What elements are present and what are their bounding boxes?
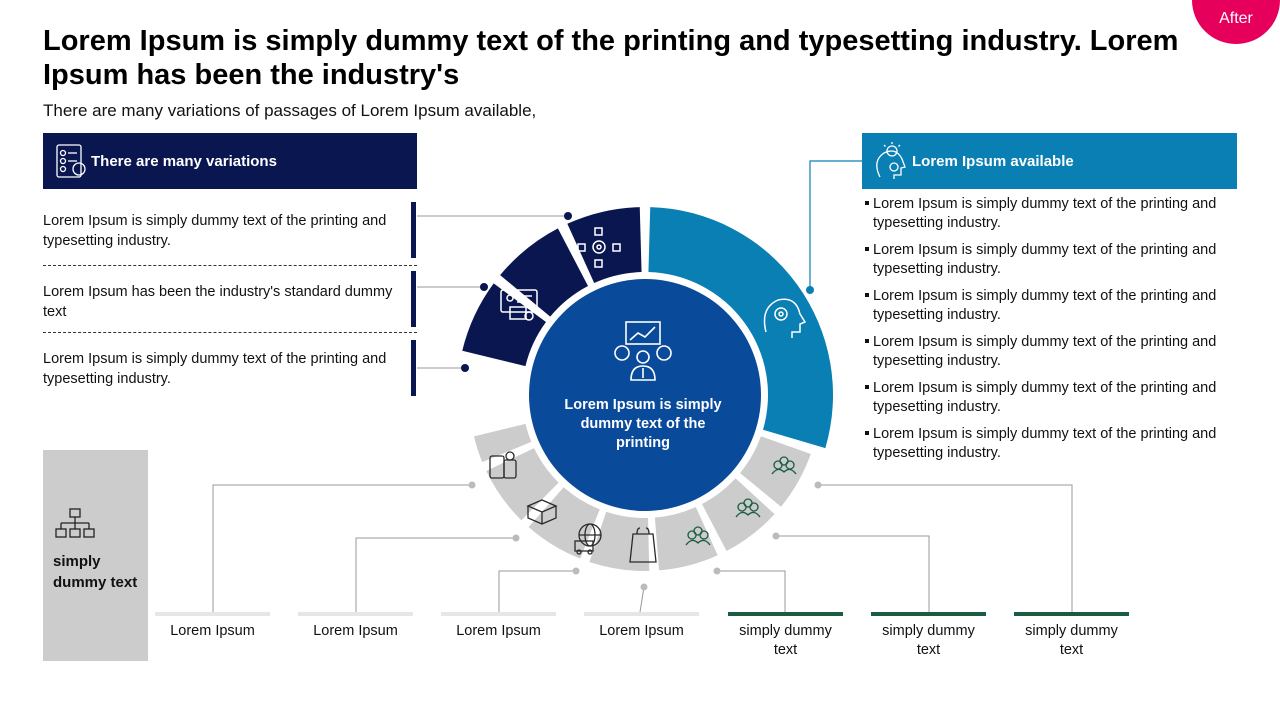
idea-head-icon	[876, 142, 906, 179]
group-users-icon-2	[735, 498, 761, 518]
bottom-bar	[584, 612, 699, 616]
right-header-label: Lorem Ipsum available	[912, 152, 1074, 170]
side-box-label: simply dummy text	[53, 553, 138, 591]
id-card-icon	[500, 289, 538, 321]
list-item: Lorem Ipsum is simply dummy text of the …	[864, 287, 1239, 325]
left-item-marker	[411, 271, 416, 327]
left-item-3: Lorem Ipsum is simply dummy text of the …	[43, 351, 387, 387]
list-item: Lorem Ipsum is simply dummy text of the …	[864, 195, 1239, 233]
left-item-marker	[411, 340, 416, 396]
bottom-bar	[298, 612, 413, 616]
bottom-bar	[155, 612, 270, 616]
center-text: Lorem Ipsum is simply dummy text of the …	[564, 397, 722, 451]
ring-segments	[462, 207, 833, 571]
team-gear-icon	[468, 366, 510, 411]
bottom-bar	[871, 612, 986, 616]
head-gear-icon	[763, 298, 807, 338]
ring-segment-gray	[654, 507, 718, 571]
bottom-bar	[728, 612, 843, 616]
center-circle	[529, 279, 761, 511]
gear-network-icon	[577, 227, 621, 268]
right-bullet-list: Lorem Ipsum is simply dummy text of the …	[864, 195, 1239, 471]
bottom-bar	[1014, 612, 1129, 616]
bottom-label: Lorem Ipsum	[456, 623, 541, 639]
org-chart-icon	[55, 508, 95, 538]
ring-segment-navy	[500, 228, 589, 317]
bottom-bar	[441, 612, 556, 616]
finance-people-icon	[614, 321, 672, 381]
left-item-1: Lorem Ipsum is simply dummy text of the …	[43, 213, 387, 249]
ring-segment-navy	[462, 283, 546, 367]
ring-segment-blue	[648, 207, 833, 449]
left-item-2: Lorem Ipsum has been the industry's stan…	[43, 284, 393, 320]
group-users-icon-3	[771, 456, 797, 475]
left-header-label: There are many variations	[91, 152, 277, 170]
checklist-icon	[56, 144, 86, 178]
page-title: Lorem Ipsum is simply dummy text of the …	[43, 25, 1179, 91]
right-connector-line	[809, 160, 862, 290]
bottom-label: Lorem Ipsum	[599, 623, 684, 639]
bottom-label: Lorem Ipsum	[313, 623, 398, 639]
bottom-label: simply dummy text	[1025, 623, 1118, 658]
divider	[43, 265, 417, 266]
shopping-bag-icon	[629, 527, 657, 563]
list-item: Lorem Ipsum is simply dummy text of the …	[864, 333, 1239, 371]
after-badge-label: After	[1219, 10, 1253, 27]
ring-segment-gray	[589, 511, 650, 571]
list-item: Lorem Ipsum is simply dummy text of the …	[864, 425, 1239, 463]
delivery-globe-icon	[574, 523, 602, 555]
connector-lines	[212, 215, 1073, 613]
connector-dots	[461, 212, 822, 591]
list-item: Lorem Ipsum is simply dummy text of the …	[864, 241, 1239, 279]
group-users-icon-1	[685, 526, 711, 546]
box-tools-icon	[526, 499, 558, 525]
bottom-label: simply dummy text	[882, 623, 975, 658]
bottom-label: simply dummy text	[739, 623, 832, 658]
right-header: Lorem Ipsum available	[862, 133, 1237, 189]
bottle-device-icon	[489, 451, 517, 479]
page-subtitle: There are many variations of passages of…	[43, 101, 537, 120]
ring-segment-gray	[740, 436, 811, 507]
divider	[43, 332, 417, 333]
left-header: There are many variations	[43, 133, 417, 189]
side-box: simply dummy text	[43, 450, 148, 661]
ring-segment-gray	[473, 423, 532, 463]
bottom-label: Lorem Ipsum	[170, 623, 255, 639]
list-item: Lorem Ipsum is simply dummy text of the …	[864, 379, 1239, 417]
left-item-marker	[411, 202, 416, 258]
